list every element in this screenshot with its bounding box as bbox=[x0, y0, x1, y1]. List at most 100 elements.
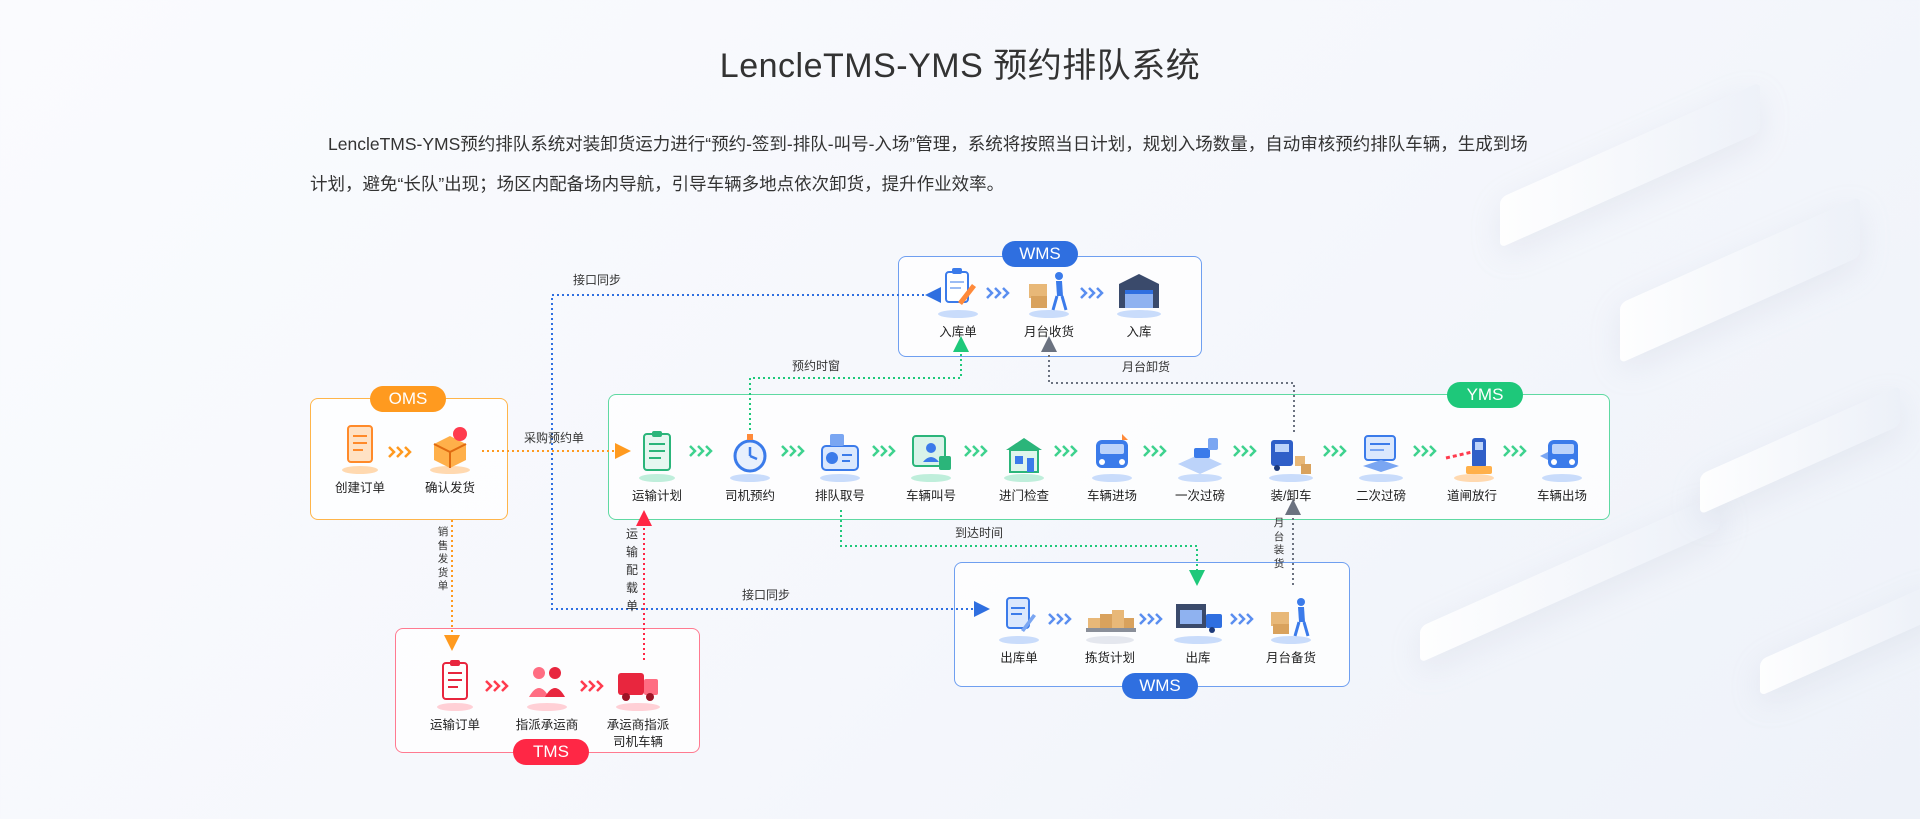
step-label: 装/卸车 bbox=[1270, 489, 1312, 503]
interface-sync-label: 接口同步 bbox=[573, 273, 622, 287]
oms-node-confirm-ship[interactable]: 确认发货 bbox=[400, 418, 500, 497]
truck-icon bbox=[616, 673, 660, 711]
worker-cart-icon bbox=[1029, 272, 1069, 318]
platform-unload-line bbox=[1041, 336, 1295, 432]
chevron-arrows-icon bbox=[1054, 445, 1078, 457]
step-label: 车辆出场 bbox=[1536, 489, 1587, 503]
tms-node-assign-carrier[interactable]: 指派承运商 bbox=[497, 655, 597, 734]
pallet-boxes-icon bbox=[1086, 610, 1136, 644]
yms-node-vehicle-calling[interactable]: 车辆叫号 bbox=[881, 426, 981, 505]
step-label: 拣货计划 bbox=[1084, 651, 1135, 665]
platform-unload-label: 月台卸货 bbox=[1122, 360, 1171, 374]
tms-badge: TMS bbox=[513, 739, 589, 765]
oms-node-create-order[interactable]: 创建订单 bbox=[310, 418, 410, 497]
step-label: 创建订单 bbox=[334, 481, 385, 495]
step-label: 运输计划 bbox=[631, 489, 682, 503]
wms-badge: WMS bbox=[1002, 241, 1078, 267]
tms-node-carrier-assign-driver[interactable]: 承运商指派司机车辆 bbox=[588, 655, 688, 751]
step-label: 车辆叫号 bbox=[905, 489, 956, 503]
yms-node-second-weigh[interactable]: 二次过磅 bbox=[1331, 426, 1431, 505]
chevron-arrows-icon bbox=[1323, 445, 1347, 457]
truck-front-icon bbox=[1092, 434, 1132, 482]
people-icon bbox=[527, 667, 567, 711]
chevron-arrows-icon bbox=[485, 680, 509, 692]
barrier-gate-icon bbox=[1445, 438, 1494, 482]
clipboard-icon bbox=[342, 425, 378, 474]
wms-node-outbound[interactable]: 出库 bbox=[1148, 588, 1248, 667]
yms-node-driver-booking[interactable]: 司机预约 bbox=[700, 426, 800, 505]
yms-node-gate-check[interactable]: 进门检查 bbox=[974, 426, 1074, 505]
ticket-icon bbox=[820, 434, 860, 482]
truck-warehouse-icon bbox=[1174, 604, 1222, 644]
oms-badge: OMS bbox=[370, 386, 446, 412]
step-label: 进门检查 bbox=[998, 489, 1049, 503]
scale-monitor-icon bbox=[1359, 435, 1403, 482]
wms-node-outbound-order[interactable]: 出库单 bbox=[969, 588, 1069, 667]
clipboard-checklist-icon bbox=[639, 431, 675, 482]
yms-node-vehicle-enter[interactable]: 车辆进场 bbox=[1062, 426, 1162, 505]
yms-node-barrier-release[interactable]: 道闸放行 bbox=[1422, 426, 1522, 505]
step-label: 月台备货 bbox=[1265, 651, 1316, 665]
chevron-arrows-icon bbox=[1080, 287, 1104, 299]
step-label: 运输订单 bbox=[429, 718, 480, 732]
chevron-arrows-icon bbox=[1139, 613, 1163, 625]
yms-node-first-weigh[interactable]: 一次过磅 bbox=[1150, 426, 1250, 505]
page-description: LencleTMS-YMS预约排队系统对装卸货运力进行“预约-签到-排队-叫号-… bbox=[310, 124, 1610, 204]
yms-node-load-unload[interactable]: 装/卸车 bbox=[1241, 426, 1341, 505]
scale-icon bbox=[1178, 438, 1222, 482]
monitor-person-icon bbox=[911, 435, 951, 482]
chevron-arrows-icon bbox=[1143, 445, 1167, 457]
yms-node-transport-plan[interactable]: 运输计划 bbox=[607, 426, 707, 505]
yms-node-queue-ticket[interactable]: 排队取号 bbox=[790, 426, 890, 505]
warehouse-icon bbox=[1117, 274, 1161, 318]
chevron-arrows-icon bbox=[1048, 613, 1072, 625]
wms-node-picking-plan[interactable]: 拣货计划 bbox=[1060, 588, 1160, 667]
page-title: LencleTMS-YMS 预约排队系统 bbox=[719, 47, 1201, 85]
chevron-arrows-icon bbox=[781, 445, 805, 457]
step-label: 指派承运商 bbox=[515, 718, 579, 732]
chevron-arrows-icon bbox=[689, 445, 713, 457]
chevron-arrows-icon bbox=[1503, 445, 1527, 457]
chevron-arrows-icon bbox=[986, 287, 1010, 299]
step-label: 道闸放行 bbox=[1446, 489, 1497, 503]
wms-badge: WMS bbox=[1122, 673, 1198, 699]
wms-node-platform-stock[interactable]: 月台备货 bbox=[1241, 588, 1341, 667]
wms-node-storage[interactable]: 入库 bbox=[1089, 262, 1189, 341]
yms-node-vehicle-exit[interactable]: 车辆出场 bbox=[1512, 426, 1612, 505]
interface-sync-label: 接口同步 bbox=[742, 588, 791, 602]
wms-node-platform-receive[interactable]: 月台收货 bbox=[999, 262, 1099, 341]
step-label: 车辆进场 bbox=[1086, 489, 1137, 503]
booking-window-label: 预约时窗 bbox=[792, 359, 841, 373]
worker-cart-icon bbox=[1271, 598, 1311, 644]
description-line: LencleTMS-YMS预约排队系统对装卸货运力进行“预约-签到-排队-叫号-… bbox=[328, 134, 1528, 154]
platform-load-label: 月 台 装 货 bbox=[1273, 517, 1285, 570]
transport-load-label: 运 输 配 载 单 bbox=[625, 527, 638, 613]
tms-node-transport-order[interactable]: 运输订单 bbox=[405, 655, 505, 734]
wms-node-inbound-order[interactable]: 入库单 bbox=[908, 262, 1008, 341]
chevron-arrows-icon bbox=[1230, 613, 1254, 625]
step-label: 司机预约 bbox=[724, 489, 775, 503]
step-label: 入库单 bbox=[939, 325, 977, 339]
gatehouse-icon bbox=[1004, 438, 1044, 482]
yms-badge: YMS bbox=[1447, 382, 1523, 408]
stopwatch-icon bbox=[730, 434, 770, 482]
clipboard-pencil-icon bbox=[999, 597, 1039, 644]
step-label: 承运商指派司机车辆 bbox=[606, 718, 670, 749]
booking-window-line bbox=[749, 336, 969, 430]
arrival-time-line bbox=[840, 510, 1205, 586]
step-label: 月台收货 bbox=[1023, 325, 1074, 339]
clipboard-icon bbox=[437, 660, 473, 711]
chevron-arrows-icon bbox=[1413, 445, 1437, 457]
arrival-time-label: 到达时间 bbox=[955, 526, 1004, 540]
sales-delivery-label: 销 售 发 货 单 bbox=[437, 526, 449, 592]
step-label: 出库 bbox=[1185, 651, 1211, 665]
chevron-arrows-icon bbox=[388, 446, 412, 458]
chevron-arrows-icon bbox=[580, 680, 604, 692]
truck-exit-icon bbox=[1540, 440, 1582, 482]
step-label: 出库单 bbox=[1000, 651, 1038, 665]
box-delivery-icon bbox=[430, 427, 470, 474]
step-label: 一次过磅 bbox=[1174, 489, 1225, 503]
step-label: 确认发货 bbox=[424, 481, 475, 495]
description-line: 计划，避免“长队”出现；场区内配备场内导航，引导车辆多地点依次卸货，提升作业效率… bbox=[310, 174, 1005, 194]
